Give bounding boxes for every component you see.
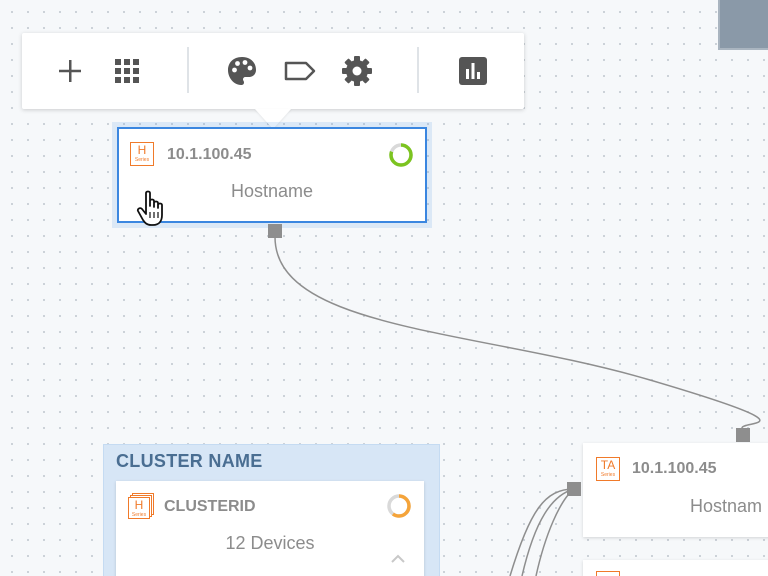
grid-button[interactable] bbox=[107, 51, 147, 91]
node-hostname: Hostname bbox=[230, 181, 314, 201]
toolbar-divider bbox=[417, 47, 419, 93]
node-ip: 10.1.100.45 bbox=[167, 146, 252, 163]
node-toolbar bbox=[22, 33, 524, 109]
series-badge: TA Series bbox=[596, 457, 620, 481]
device-node-selected[interactable]: H Series 10.1.100.45 Hostname bbox=[117, 127, 427, 226]
series-badge: H Series bbox=[130, 142, 154, 166]
chevron-up-icon[interactable] bbox=[390, 554, 406, 564]
minimap-block[interactable] bbox=[718, 0, 768, 50]
node-port[interactable] bbox=[268, 224, 282, 238]
chart-button[interactable] bbox=[453, 51, 493, 91]
tag-icon bbox=[284, 61, 316, 81]
status-ring-icon bbox=[389, 143, 413, 167]
cluster-card[interactable]: H Series CLUSTERID 12 Devices bbox=[116, 481, 424, 576]
add-button[interactable] bbox=[50, 51, 90, 91]
node-port[interactable] bbox=[736, 428, 750, 442]
node-hostname: Hostnam bbox=[690, 496, 763, 516]
grid-icon bbox=[115, 59, 139, 83]
cluster-id: CLUSTERID bbox=[164, 498, 256, 515]
cluster-group[interactable]: CLUSTER NAME H Series CLUSTERID 12 Devic… bbox=[103, 444, 440, 576]
bar-chart-icon bbox=[459, 57, 487, 85]
series-badge bbox=[596, 571, 620, 576]
toolbar-pointer bbox=[255, 109, 291, 129]
cluster-device-count: 12 Devices bbox=[225, 533, 315, 553]
gear-icon bbox=[342, 56, 372, 86]
device-node-right[interactable]: TA Series 10.1.100.45 Hostnam bbox=[583, 443, 768, 537]
node-ip: 10.1.100.45 bbox=[632, 460, 717, 477]
cluster-title: CLUSTER NAME bbox=[116, 451, 263, 471]
toolbar-divider bbox=[187, 47, 189, 93]
link-right-down-1[interactable] bbox=[509, 488, 575, 576]
status-ring-icon bbox=[387, 494, 411, 518]
node-port[interactable] bbox=[567, 482, 581, 496]
settings-button[interactable] bbox=[337, 51, 377, 91]
label-button[interactable] bbox=[280, 51, 320, 91]
link-selected-to-right[interactable] bbox=[274, 236, 761, 429]
stacked-badge-icon: H Series bbox=[128, 493, 156, 521]
add-icon bbox=[59, 60, 81, 82]
device-node-partial[interactable] bbox=[583, 560, 768, 576]
palette-button[interactable] bbox=[222, 51, 262, 91]
palette-icon bbox=[228, 57, 256, 85]
link-right-down-3[interactable] bbox=[535, 488, 575, 576]
hand-cursor-icon bbox=[136, 190, 163, 226]
